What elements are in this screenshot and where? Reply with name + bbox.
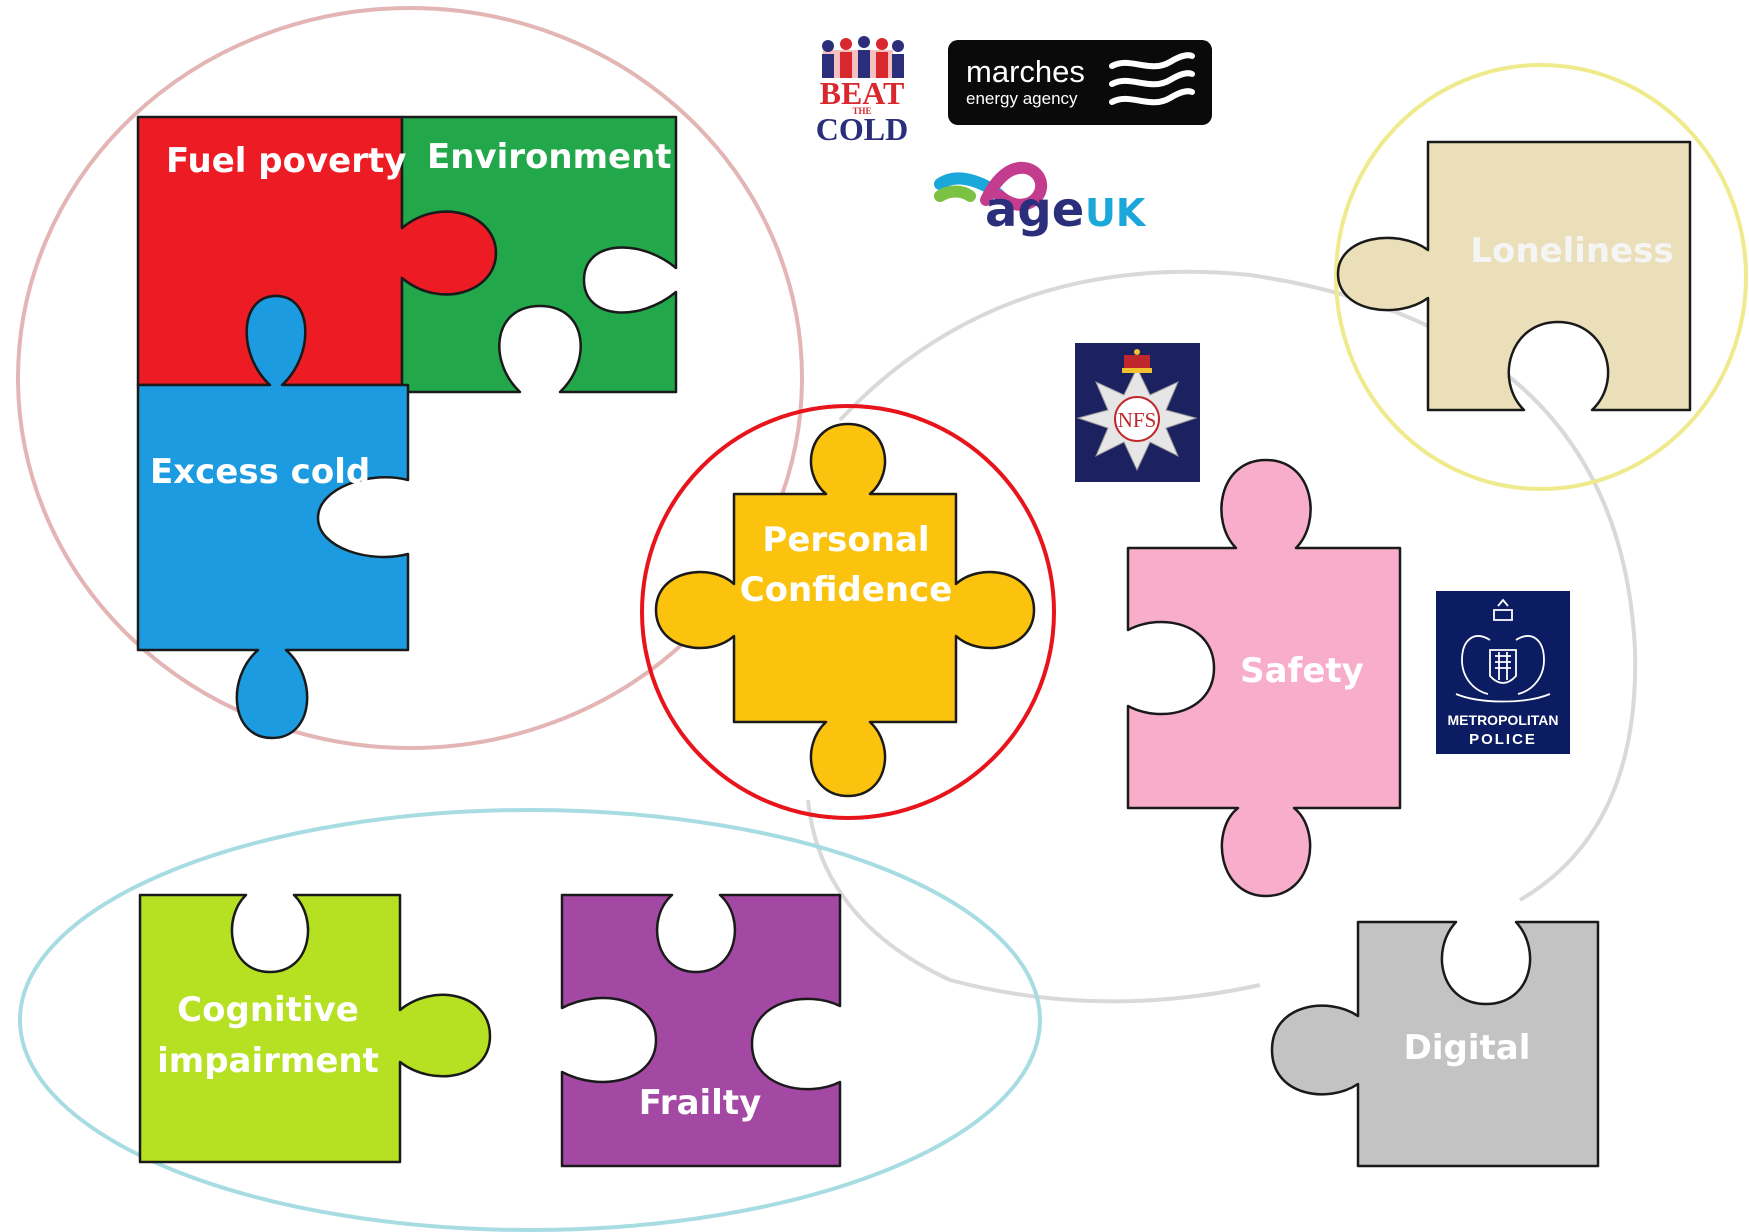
age-uk-swirl-icon: [934, 161, 1048, 211]
environment-piece: [400, 115, 678, 394]
digital-label: Digital: [1404, 1028, 1531, 1068]
met-police-line2: POLICE: [1469, 731, 1537, 748]
age-uk-word-uk: UK: [1085, 191, 1147, 235]
personal-confidence-label-line1: Personal: [762, 520, 929, 560]
personal-confidence-label-line2: Confidence: [740, 570, 953, 610]
coat-of-arms-icon: [1455, 598, 1551, 703]
loneliness-group-circle: [1334, 63, 1748, 491]
confidence-group-circle: [640, 404, 1056, 820]
crown-icon: [1122, 349, 1152, 373]
loneliness-label: Loneliness: [1470, 231, 1673, 271]
beat-the-cold-word-the: THE: [852, 106, 871, 116]
marches-logo-name: marches: [966, 54, 1085, 89]
age-uk-logo: age UK: [934, 161, 1147, 238]
nfs-badge-text: NFS: [1118, 408, 1157, 432]
safety-label: Safety: [1240, 651, 1364, 691]
waves-icon: [1109, 52, 1195, 106]
excess-cold-piece: [136, 294, 410, 740]
housing-group-circle: [16, 6, 804, 750]
metropolitan-police-logo: METROPOLITAN POLICE: [1436, 591, 1570, 754]
beat-the-cold-word-cold: COLD: [816, 111, 908, 147]
environment-label: Environment: [427, 137, 672, 177]
marches-energy-agency-logo: marches energy agency: [948, 40, 1212, 125]
health-group-ellipse: [18, 808, 1042, 1232]
excess-cold-label: Excess cold: [150, 452, 370, 492]
frailty-piece: [560, 893, 842, 1168]
loneliness-piece: [1336, 140, 1692, 412]
frailty-label: Frailty: [639, 1083, 762, 1123]
people-icon: [822, 36, 904, 78]
marches-logo-subtitle: energy agency: [966, 89, 1078, 108]
age-uk-word-age: age: [985, 182, 1084, 238]
cognitive-impairment-label-line1: Cognitive: [177, 990, 359, 1030]
cognitive-impairment-piece: [138, 893, 492, 1164]
digital-piece: [1270, 920, 1600, 1168]
cognitive-impairment-label-line2: impairment: [157, 1041, 379, 1081]
met-police-line1: METROPOLITAN: [1448, 712, 1559, 728]
star-badge-icon: [1076, 366, 1198, 472]
nfs-badge-logo: NFS: [1075, 343, 1200, 482]
safety-piece: [1126, 458, 1402, 898]
fuel-poverty-label: Fuel poverty: [166, 141, 406, 181]
beat-the-cold-word-beat: BEAT: [820, 75, 905, 111]
beat-the-cold-logo: BEAT THE COLD: [816, 36, 908, 147]
personal-confidence-piece: [654, 422, 1036, 798]
